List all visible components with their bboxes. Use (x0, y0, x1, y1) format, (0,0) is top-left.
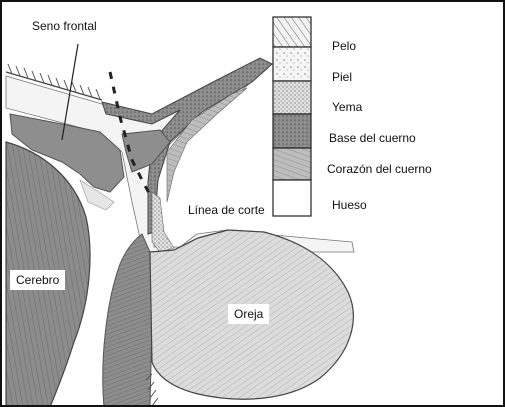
legend-swatch-bud (272, 80, 312, 115)
cut-line-label: Línea de corte (188, 203, 265, 217)
legend-swatch-horn-base (272, 113, 312, 149)
frontal-sinus-pointer (61, 43, 79, 141)
legend-label-bud: Yema (332, 100, 363, 114)
frontal-sinus-label: Seno frontal (32, 19, 97, 33)
ear-base-dark (102, 233, 153, 405)
horn-sheath (101, 57, 273, 235)
legend-label-hair: Pelo (332, 39, 357, 53)
legend-label-horn-base: Base del cuerno (329, 131, 416, 145)
horn-core-region (166, 87, 248, 203)
legend-label-skin: Piel (332, 70, 353, 84)
legend-label-bone: Hueso (332, 198, 367, 212)
ear-label: Oreja (228, 304, 270, 324)
hair-fringe (5, 63, 103, 101)
ear-fur-edge (145, 373, 159, 405)
cut-line (108, 71, 154, 199)
bud-region (151, 191, 175, 253)
legend-swatch-bone (272, 179, 312, 217)
sinus-cavity (79, 179, 115, 211)
legend (272, 16, 312, 217)
legend-swatch-skin (272, 46, 312, 82)
legend-label-horn-core: Corazón del cuerno (327, 162, 432, 176)
legend-swatch-horn-core (272, 147, 312, 181)
brain-label: Cerebro (10, 270, 66, 290)
frontal-bone-block (9, 113, 125, 193)
legend-swatch-hair (272, 16, 312, 48)
